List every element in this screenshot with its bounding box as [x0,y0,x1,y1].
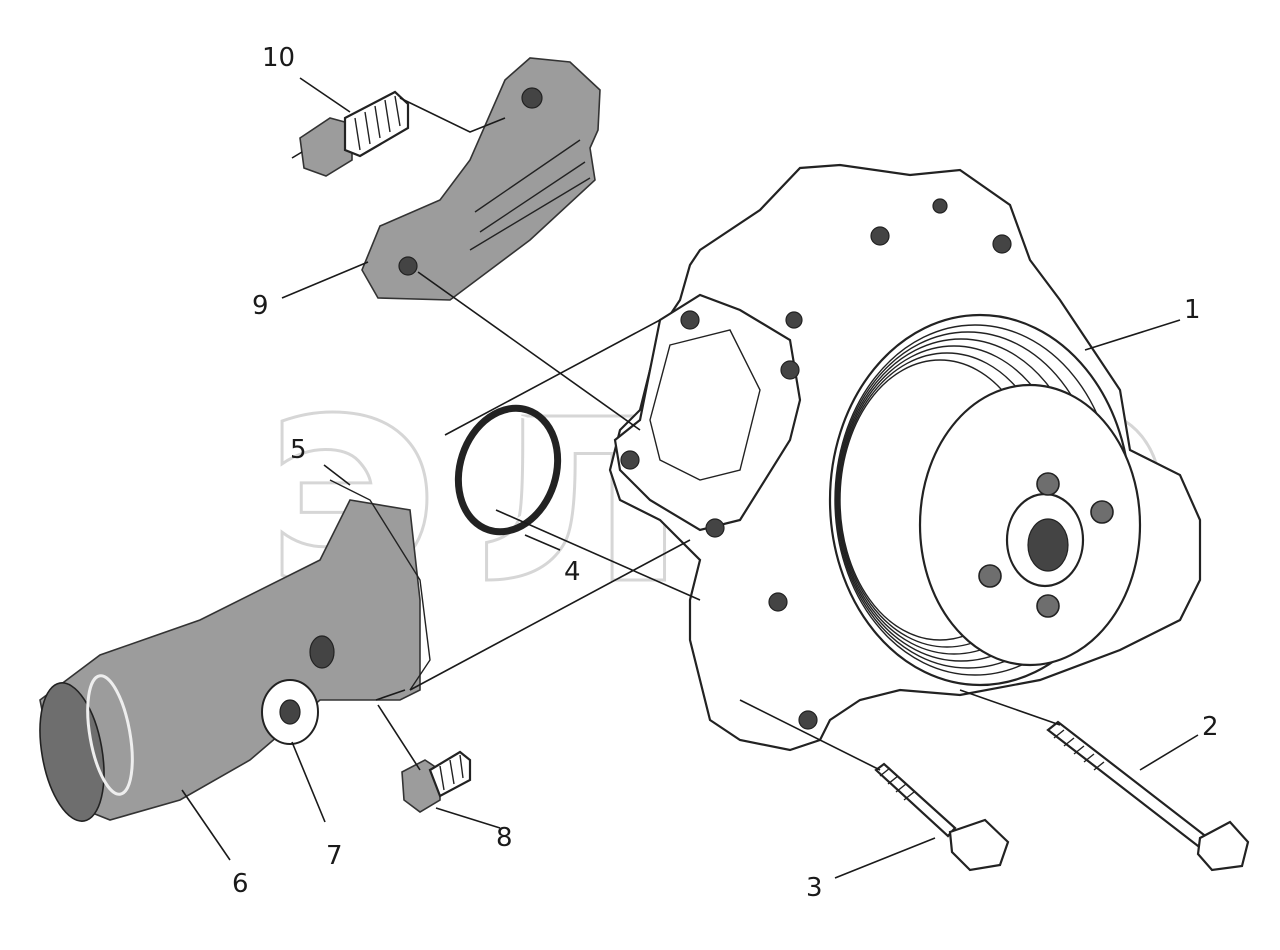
part-9-bracket [361,57,601,301]
callout-9: 9 [252,291,269,321]
callout-7: 7 [326,841,343,871]
part-6-outlet-pipe [39,499,421,822]
callout-8: 8 [496,823,513,853]
part-3-bolt [874,762,1010,872]
part-5-gasket [329,479,431,691]
callout-4: 4 [564,557,581,587]
callout-2: 2 [1202,712,1219,742]
part-7-plug [261,679,319,745]
part-2-bolt [1046,720,1250,872]
part-1-water-pump [608,163,1202,752]
callout-5: 5 [290,435,307,465]
part-4-o-ring [454,404,562,536]
callout-1: 1 [1184,295,1201,325]
leader-lines [181,77,1199,879]
callout-3: 3 [806,873,823,903]
callout-6: 6 [232,869,249,899]
part-8-bolt [401,750,472,813]
callout-10: 10 [262,43,295,73]
part-10-bolt [299,90,410,177]
callouts: 1 2 3 4 5 6 7 8 9 10 [232,43,1219,903]
